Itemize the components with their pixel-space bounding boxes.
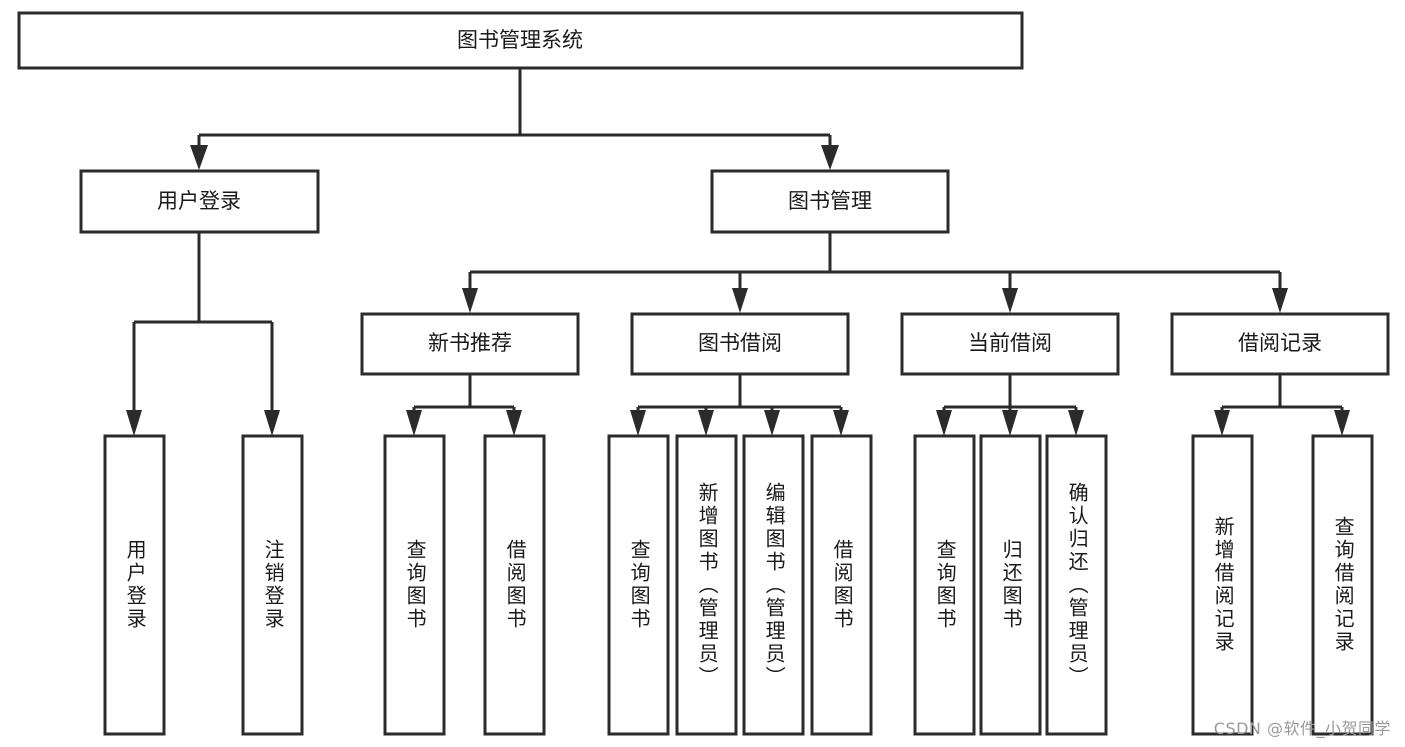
user-login-label: 用户登录 [157,189,241,213]
connector-book-borrow-to-leaves [630,374,849,436]
node-borrow-record[interactable]: 借阅记录 [1170,312,1390,376]
arrow-head-icon [630,410,646,436]
connector-root-to-level2 [190,68,839,170]
leaf-box-query-book-recommend[interactable] [383,434,446,736]
leaf-box-borrow-book-recommend[interactable] [483,434,546,736]
connector-borrow-record-to-leaves [1214,374,1350,436]
connector-current-borrow-to-leaves [936,374,1084,436]
leaf-box-edit-book-admin[interactable] [742,434,805,736]
node-book-borrow[interactable]: 图书借阅 [630,312,850,376]
node-current-borrow[interactable]: 当前借阅 [900,312,1120,376]
arrow-head-icon [506,410,522,436]
leaf-box-confirm-return-admin[interactable] [1045,434,1108,736]
leaf-box-query-borrow-record[interactable] [1311,434,1374,736]
current-borrow-label: 当前借阅 [968,331,1052,355]
arrow-head-icon [821,145,839,170]
arrow-head-icon [1272,288,1288,313]
current-borrow-box-rect [900,312,1120,376]
arrow-head-icon [126,410,142,436]
book-borrow-label: 图书借阅 [698,331,782,355]
book-management-label: 图书管理 [788,189,872,213]
leaf-box-user-login[interactable] [103,434,166,736]
arrow-head-icon [833,410,849,436]
leaf-box-add-borrow-record[interactable] [1191,434,1254,736]
borrow-record-label: 借阅记录 [1238,331,1322,355]
node-new-book-recommend[interactable]: 新书推荐 [360,312,580,376]
connector-new-book-recommend-to-leaves [406,374,522,436]
root-label: 图书管理系统 [457,28,583,52]
watermark-text: CSDN @软件_小贺同学 [1213,719,1391,738]
arrow-head-icon [1002,288,1018,313]
arrow-head-icon [936,410,952,436]
leaf-box-query-book-borrow[interactable] [607,434,670,736]
arrow-head-icon [1068,410,1084,436]
node-user-login[interactable]: 用户登录 [79,169,320,234]
node-book-management[interactable]: 图书管理 [710,169,950,234]
arrow-head-icon [1214,410,1230,436]
arrow-head-icon [1002,410,1018,436]
arrow-head-icon [1334,410,1350,436]
arrow-head-icon [406,410,422,436]
leaf-box-return-book[interactable] [979,434,1042,736]
node-root[interactable]: 图书管理系统 [17,11,1024,70]
arrow-head-icon [462,288,478,313]
connector-book-management-to-level3 [462,232,1288,313]
arrow-head-icon [698,410,714,436]
new-book-recommend-box-rect [360,312,580,376]
leaf-box-logout[interactable] [241,434,304,736]
arrow-head-icon [264,410,280,436]
arrow-head-icon [764,410,780,436]
connector-user-login-to-leaves [126,232,280,436]
new-book-recommend-label: 新书推荐 [428,331,512,355]
arrow-head-icon [190,145,208,170]
root-box-rect [17,11,1024,70]
leaf-box-borrow-book[interactable] [810,434,873,736]
user-login-box-rect [79,169,320,234]
leaf-box-query-book-current[interactable] [913,434,976,736]
leaf-box-add-book-admin[interactable] [675,434,738,736]
arrow-head-icon [732,288,748,313]
